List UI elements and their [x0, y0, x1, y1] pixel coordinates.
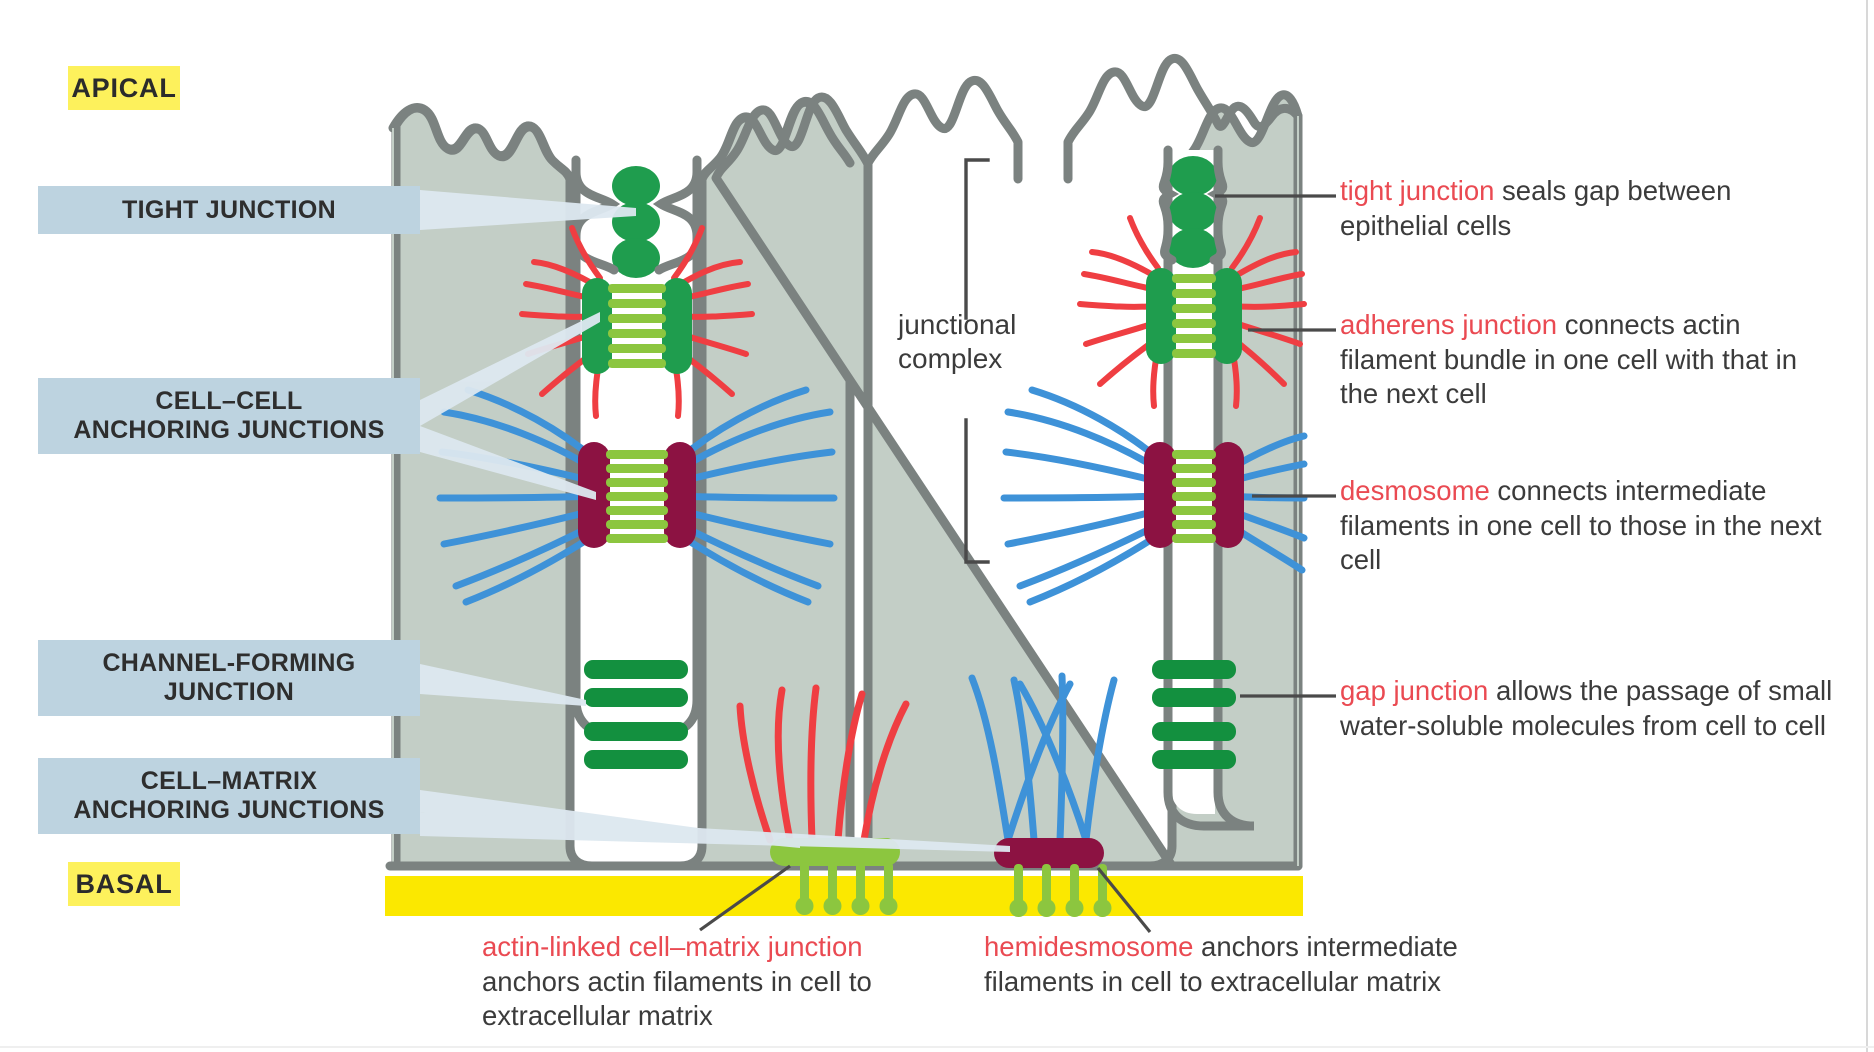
- adherens-junction-annotation-term: adherens junction: [1340, 309, 1558, 340]
- hemidesmosome-caption-term: hemidesmosome: [984, 931, 1194, 962]
- basal-label: BASAL: [68, 862, 180, 906]
- label-cell-matrix-anchoring-line-1: CELL–MATRIX: [140, 767, 318, 795]
- junctional-complex-label: junctional complex: [898, 308, 1108, 376]
- hemidesmosome-caption: hemidesmosome anchors intermediate filam…: [984, 930, 1554, 999]
- gap-junction-annotation: gap junction allows the passage of small…: [1340, 674, 1840, 743]
- adherens-junction-annotation-rest: connects actin filament bundle in one ce…: [1340, 309, 1798, 410]
- adherens-junction-annotation: adherens junction connects actin filamen…: [1340, 308, 1840, 412]
- desmosome-annotation-term: desmosome: [1340, 475, 1490, 506]
- basal-label-text: BASAL: [75, 868, 173, 899]
- apical-label-text: APICAL: [71, 72, 177, 103]
- junctional-complex-line-2: complex: [898, 343, 1003, 375]
- tight-junction-annotation: tight junction seals gap between epithel…: [1340, 174, 1840, 243]
- adherens-junction-right: [1077, 215, 1307, 409]
- label-tight-junction: TIGHT JUNCTION: [38, 186, 420, 234]
- pointer-desmosome: [420, 426, 596, 500]
- integrin-pegs-hemidesmosome: [1009, 864, 1112, 917]
- label-tight-junction-line-1: TIGHT JUNCTION: [122, 195, 336, 224]
- label-cell-matrix-anchoring-line-2: ANCHORING JUNCTIONS: [73, 796, 385, 824]
- apical-membrane-outline-3: [863, 75, 1023, 184]
- leader-actin-linked-caption: [699, 864, 791, 932]
- apical-membrane-outline-2: [697, 96, 855, 184]
- actin-linked-caption-rest: anchors actin filaments in cell to extra…: [482, 965, 872, 1032]
- desmosome-annotation-rest: connects intermediate filaments in one c…: [1340, 475, 1822, 576]
- hemidesmosome: [968, 672, 1118, 917]
- pointer-hemidesmosome: [420, 812, 1010, 852]
- actin-linked-cell-matrix-junction-caption: actin-linked cell–matrix junction anchor…: [482, 930, 950, 1034]
- apical-label: APICAL: [68, 66, 180, 110]
- pointer-adherens: [420, 312, 600, 426]
- gap-junction-right: [1152, 660, 1236, 769]
- label-channel-forming-junction-line-1: CHANNEL-FORMING: [102, 649, 356, 677]
- page-bottom-rule: [0, 1046, 1874, 1048]
- actin-linked-caption-term: actin-linked cell–matrix junction: [482, 931, 863, 962]
- page-right-rule: [1866, 0, 1868, 1052]
- pointer-tight-junction: [420, 190, 636, 230]
- junctional-complex-line-1: junctional: [898, 309, 1017, 340]
- leader-lines: [699, 194, 1336, 934]
- tight-junction-annotation-term: tight junction: [1340, 175, 1495, 206]
- gap-junction-left: [584, 660, 688, 769]
- label-pointer-bands: [420, 190, 1010, 852]
- pointer-gap-junction: [420, 664, 586, 706]
- apical-membrane-outline-4: [1063, 54, 1303, 184]
- label-cell-cell-anchoring-line-2: ANCHORING JUNCTIONS: [73, 416, 385, 444]
- label-cell-cell-anchoring-line-1: CELL–CELL: [155, 387, 303, 415]
- basal-lamina: [385, 876, 1303, 916]
- leader-hemidesmosome-caption: [1096, 866, 1152, 934]
- hemidesmosome-caption-rest: anchors intermediate filaments in cell t…: [984, 931, 1458, 997]
- tight-junction-right: [1158, 156, 1228, 268]
- desmosome-annotation: desmosome connects intermediate filament…: [1340, 474, 1850, 578]
- integrin-pegs-actin: [795, 862, 898, 915]
- label-channel-forming-junction: CHANNEL-FORMING JUNCTION: [38, 640, 420, 716]
- adherens-junction-left: [519, 225, 755, 419]
- desmosome-right: [1000, 386, 1308, 606]
- label-cell-matrix-anchoring: CELL–MATRIX ANCHORING JUNCTIONS: [38, 758, 420, 834]
- tight-junction-annotation-rest: seals gap between epithelial cells: [1340, 175, 1732, 241]
- desmosome-left: [436, 386, 838, 606]
- gap-junction-annotation-rest: allows the passage of small water-solubl…: [1340, 675, 1833, 741]
- label-channel-forming-junction-line-2: JUNCTION: [163, 678, 295, 706]
- label-cell-cell-anchoring: CELL–CELL ANCHORING JUNCTIONS: [38, 378, 420, 454]
- gap-junction-annotation-term: gap junction: [1340, 675, 1489, 706]
- apical-membrane-outline: [388, 103, 575, 184]
- junctional-complex-bracket: [964, 158, 990, 564]
